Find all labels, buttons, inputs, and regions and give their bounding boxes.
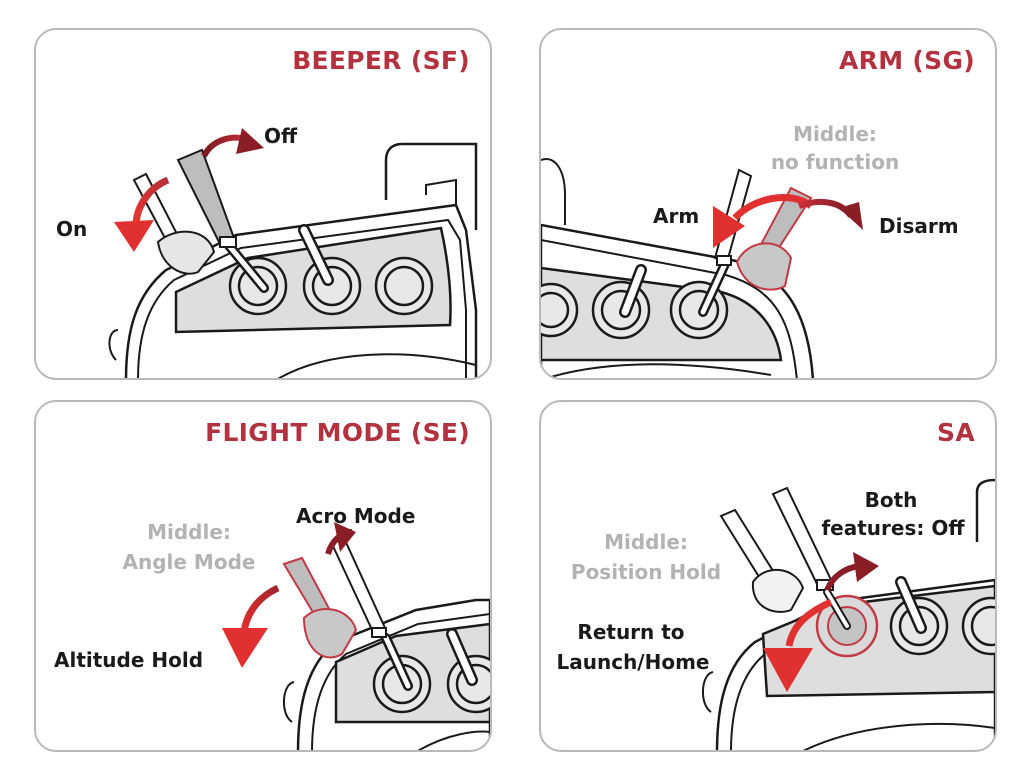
sa-panel: SA Both features: Off Middle: Position H… — [539, 400, 997, 752]
panel-title: SA — [937, 418, 975, 447]
panel-title: BEEPER (SF) — [292, 46, 470, 75]
arm-sg-panel: ARM (SG) Middle: no function Arm Disarm — [539, 28, 997, 380]
middle-label-line1: Middle: — [147, 520, 231, 544]
panel-title: ARM (SG) — [839, 46, 975, 75]
arm-label: Arm — [653, 204, 700, 228]
middle-label-line2: Angle Mode — [122, 550, 256, 574]
flight-mode-radio-illustration — [222, 522, 490, 750]
middle-label-line1: Middle: — [604, 530, 688, 554]
beeper-radio-illustration — [108, 128, 478, 378]
middle-label-line1: Middle: — [793, 122, 877, 146]
middle-label-line2: Position Hold — [570, 560, 722, 584]
arm-radio-illustration — [541, 158, 863, 378]
flight-mode-se-panel: FLIGHT MODE (SE) Acro Mode Middle: Angle… — [34, 400, 492, 752]
both-features-off-line2: features: Off — [821, 516, 965, 540]
disarm-label: Disarm — [879, 214, 959, 238]
middle-label-line2: no function — [770, 150, 900, 174]
return-to-launch-line2: Launch/Home — [556, 650, 710, 674]
altitude-hold-label: Altitude Hold — [54, 648, 204, 672]
return-to-launch-line1: Return to — [577, 620, 685, 644]
acro-mode-label: Acro Mode — [296, 504, 416, 528]
sa-radio-illustration — [702, 478, 995, 750]
on-label: On — [56, 217, 88, 241]
both-features-off-line1: Both — [864, 488, 918, 512]
beeper-sf-panel: BEEPER (SF) Off On — [34, 28, 492, 380]
panel-title: FLIGHT MODE (SE) — [205, 418, 470, 447]
off-label: Off — [264, 124, 298, 148]
